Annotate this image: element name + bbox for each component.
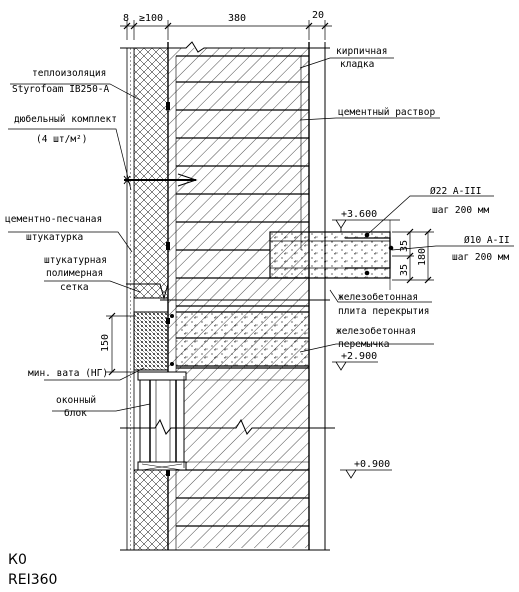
styrofoam-insulation-lower (133, 469, 169, 551)
break-lines (120, 41, 335, 551)
brick-masonry-upper (168, 48, 309, 548)
rebar-22-step-label: шаг 200 мм (432, 205, 489, 216)
right-leaders (299, 57, 514, 353)
dimension-20: 20 (312, 10, 324, 21)
level-window-bottom: +0.900 (354, 459, 390, 470)
dimension-100: ≥100 (139, 13, 163, 24)
top-dimension-line (120, 20, 332, 40)
window-block (137, 371, 187, 471)
dimension-180: 180 (417, 248, 428, 266)
lintel-label-1: железобетонная (336, 326, 416, 337)
insulation-label-1: теплоизоляция (32, 68, 106, 79)
left-leaders (8, 83, 151, 412)
level-mark-lintel (332, 361, 378, 371)
fire-hazard-class: К0 (8, 552, 27, 568)
brick-label-1: кирпичная (336, 46, 387, 57)
mesh-label-2: полимерная (46, 268, 103, 279)
dimension-150: 150 (100, 334, 111, 352)
fire-resistance-rating: REI360 (8, 572, 58, 588)
render-label-2: штукатурка (26, 232, 83, 243)
lintel-label-2: перемычка (338, 339, 389, 350)
dowel-label-2: (4 шт/м²) (36, 134, 87, 145)
slab-thickness-dimensions (392, 228, 434, 284)
window-label-2: блок (64, 408, 87, 419)
level-mark-window (340, 469, 392, 479)
level-lintel-bottom: +2.900 (341, 351, 377, 362)
render-label-1: цементно-песчаная (5, 214, 102, 225)
mineral-wool-label: мин. вата (НГ) (28, 368, 108, 379)
level-slab-top: +3.600 (341, 209, 377, 220)
cement-sand-plaster (126, 47, 135, 551)
dimension-8: 8 (123, 13, 129, 24)
slab-label-1: железобетонная (338, 292, 418, 303)
insulation-label-2: Styrofoam IB250-A (12, 84, 110, 95)
mineral-wool-band (133, 311, 169, 371)
dimension-35-top: 35 (399, 240, 410, 252)
rebar-10-step-label: шаг 200 мм (452, 252, 509, 263)
dowel-label-1: дюбельный комплект (14, 114, 117, 125)
rebar-22-label: Ø22 A-III (430, 186, 481, 197)
slab-label-2: плита перекрытия (338, 306, 430, 317)
dimension-35-bottom: 35 (399, 264, 410, 276)
level-mark-slab (332, 219, 400, 232)
mortar-label: цементный раствор (338, 107, 436, 118)
dimension-380: 380 (228, 13, 246, 24)
rebar-10-label: Ø10 A-II (464, 235, 510, 246)
brick-label-2: кладка (340, 59, 374, 70)
mesh-label-1: штукатурная (44, 255, 107, 266)
dimension-150-line (106, 312, 136, 376)
rc-lintel (176, 312, 309, 368)
window-label-1: оконный (56, 395, 96, 406)
mesh-label-3: сетка (60, 282, 89, 293)
styrofoam-insulation-upper (133, 47, 169, 299)
rc-floor-slab (269, 231, 391, 279)
